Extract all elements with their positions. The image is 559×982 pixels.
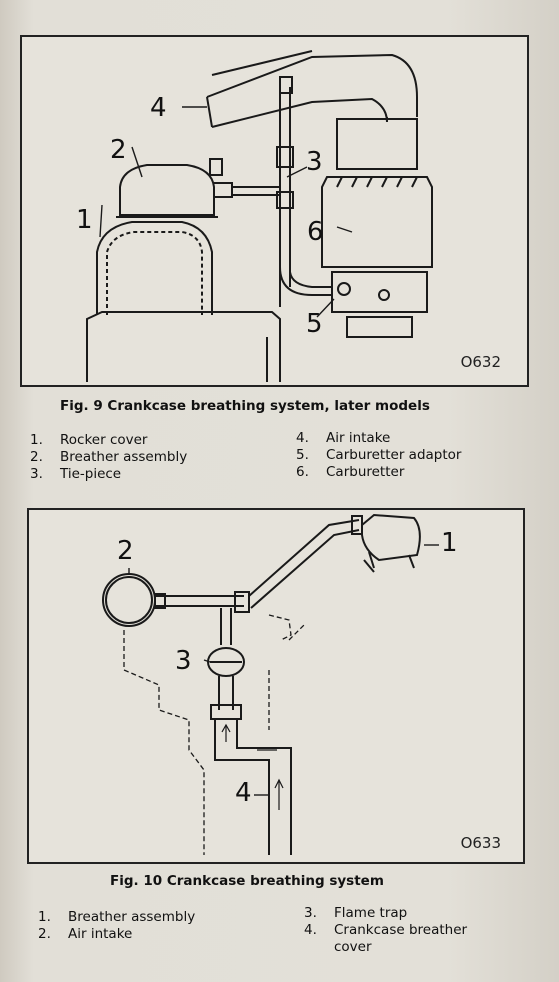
legend-item: 6.Carburetter bbox=[296, 464, 405, 480]
callout-2: 2 bbox=[117, 536, 134, 566]
legend-item: cover bbox=[334, 939, 372, 955]
figure-10-legend-left: 1.Breather assembly 2.Air intake bbox=[38, 909, 195, 943]
callout-2: 2 bbox=[110, 135, 127, 165]
figure-9-caption: Fig. 9 Crankcase breathing system, later… bbox=[60, 398, 430, 414]
figure-10-legend-right: 3.Flame trap 4.Crankcase breather cover bbox=[304, 905, 467, 956]
figure-9-legend-right: 4.Air intake 5.Carburetter adaptor 6.Car… bbox=[296, 430, 461, 481]
callout-4: 4 bbox=[150, 93, 167, 123]
callout-3: 3 bbox=[306, 147, 323, 177]
legend-item: 4.Air intake bbox=[296, 430, 391, 446]
legend-item: 2.Breather assembly bbox=[30, 449, 188, 465]
callout-6: 6 bbox=[307, 217, 324, 247]
legend-item: 3.Flame trap bbox=[304, 905, 408, 921]
callout-3: 3 bbox=[175, 646, 192, 676]
callout-5: 5 bbox=[306, 309, 323, 339]
crankcase-diagram-later-models bbox=[86, 50, 433, 382]
legend-item: 5.Carburetter adaptor bbox=[296, 447, 462, 463]
callout-1: 1 bbox=[76, 205, 93, 235]
legend-item: 1.Breather assembly bbox=[38, 909, 196, 925]
figure-code: O633 bbox=[460, 834, 501, 852]
figure-9-illustration: 1 2 3 4 5 6 O632 bbox=[20, 35, 529, 387]
crankcase-diagram bbox=[102, 513, 439, 855]
figure-9-legend-left: 1.Rocker cover 2.Breather assembly 3.Tie… bbox=[30, 432, 187, 483]
legend-item: 3.Tie-piece bbox=[30, 466, 122, 482]
callout-4: 4 bbox=[235, 778, 252, 808]
figure-10-illustration: 2 1 3 4 O633 bbox=[27, 508, 525, 864]
callout-1: 1 bbox=[441, 528, 458, 558]
figure-code: O632 bbox=[460, 353, 501, 371]
legend-item: 2.Air intake bbox=[38, 926, 133, 942]
figure-10-caption: Fig. 10 Crankcase breathing system bbox=[110, 873, 384, 889]
legend-item: 1.Rocker cover bbox=[30, 432, 148, 448]
legend-item: 4.Crankcase breather bbox=[304, 922, 468, 938]
